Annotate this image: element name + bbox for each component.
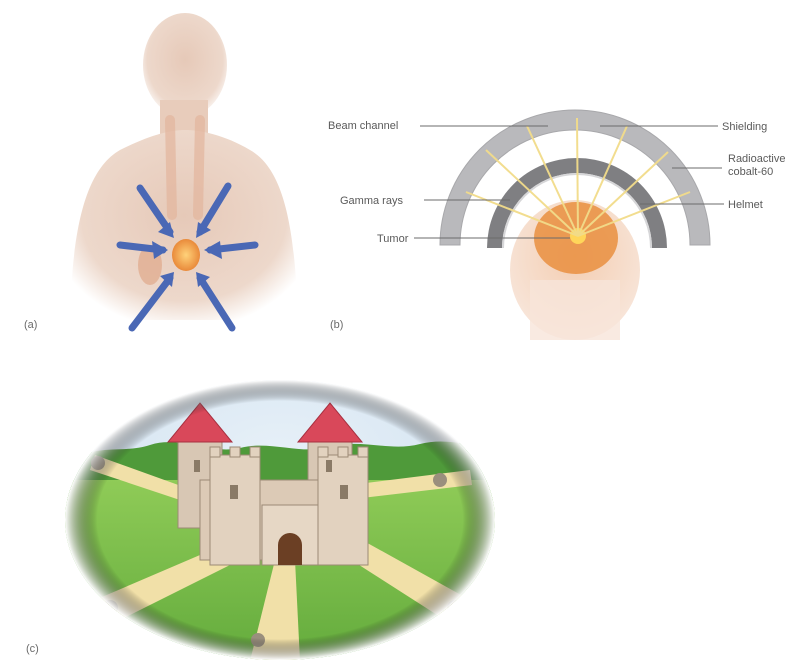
panel-c: (c)	[26, 375, 500, 661]
panel-b-letter: (b)	[330, 319, 343, 331]
vignette	[65, 380, 495, 660]
patient-neck	[530, 280, 620, 340]
panel-b: Beam channel Gamma rays Tumor Shielding …	[328, 110, 789, 340]
panel-a-letter: (a)	[24, 319, 37, 331]
label-gamma-rays: Gamma rays	[340, 195, 403, 207]
gamma-beam	[577, 118, 578, 236]
torso-silhouette	[70, 130, 298, 320]
label-beam-channel: Beam channel	[328, 120, 398, 132]
label-tumor: Tumor	[377, 233, 409, 245]
panel-c-letter: (c)	[26, 643, 39, 655]
label-shielding: Shielding	[722, 121, 767, 133]
label-cobalt-text: Radioactive	[728, 153, 785, 165]
panel-a: (a)	[24, 13, 298, 331]
body-tumor	[172, 239, 200, 271]
label-cobalt: Radioactive cobalt-60	[728, 153, 789, 178]
label-cobalt-line2: cobalt-60	[728, 166, 773, 178]
label-helmet: Helmet	[728, 199, 763, 211]
